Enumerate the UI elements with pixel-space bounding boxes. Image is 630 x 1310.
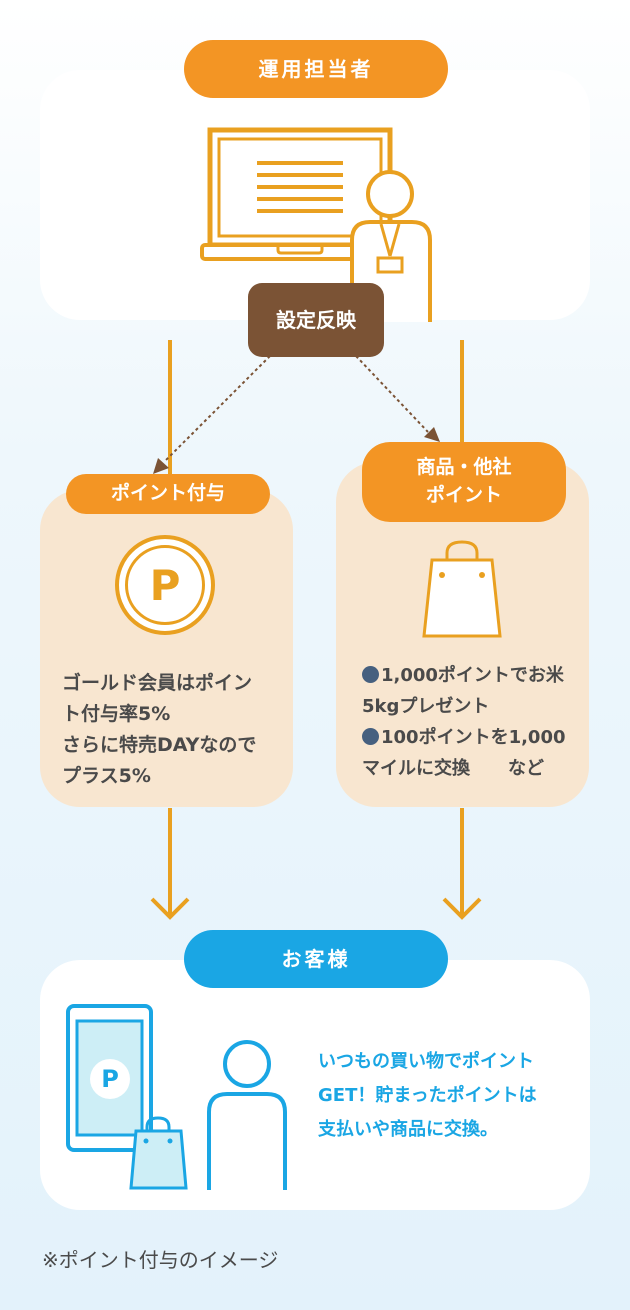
- points-grant-description: ゴールド会員はポイン ト付与率5% さらに特売DAYなので プラス5%: [62, 668, 256, 792]
- point-coin-icon: P: [115, 535, 215, 635]
- products-bullet-1-line1: 1,000ポイントでお米: [381, 665, 564, 686]
- products-description: 1,000ポイントでお米 5kgプレゼント 100ポイントを1,000 マイルに…: [362, 660, 566, 784]
- point-coin-letter: P: [149, 560, 181, 610]
- footnote: ※ポイント付与のイメージ: [42, 1248, 279, 1272]
- points-grant-line: プラス5%: [62, 765, 151, 787]
- operator-label: 運用担当者: [184, 40, 448, 98]
- products-bullet-2-line2-row: マイルに交換 など: [362, 753, 566, 784]
- points-grant-line: さらに特売DAYなので: [62, 734, 257, 756]
- products-bullet-2-line2: マイルに交換: [362, 758, 470, 779]
- points-grant-line: ゴールド会員はポイン: [62, 672, 253, 694]
- products-label-line1: 商品・他社: [416, 456, 512, 479]
- points-grant-label: ポイント付与: [66, 474, 270, 514]
- settings-reflect-box: 設定反映: [248, 283, 384, 357]
- settings-reflect-text: 設定反映: [276, 307, 356, 332]
- products-bullet-1: 1,000ポイントでお米: [362, 660, 566, 691]
- customer-line: いつもの買い物でポイント: [318, 1051, 534, 1072]
- phone-point-letter: P: [90, 1059, 130, 1099]
- points-grant-line: ト付与率5%: [62, 703, 171, 725]
- products-label: 商品・他社 ポイント: [362, 442, 566, 522]
- customer-label-text: お客様: [281, 946, 351, 971]
- phone-point-letter-text: P: [101, 1065, 119, 1093]
- customer-line: 支払いや商品に交換。: [318, 1119, 498, 1140]
- operator-label-text: 運用担当者: [258, 56, 374, 81]
- customer-label: お客様: [184, 930, 448, 988]
- bullet-dot: [362, 666, 379, 683]
- customer-description: いつもの買い物でポイント GET！貯まったポイントは 支払いや商品に交換。: [318, 1045, 537, 1147]
- products-suffix: など: [508, 758, 544, 779]
- products-bullet-2-line1: 100ポイントを1,000: [381, 727, 566, 748]
- customer-line: GET！貯まったポイントは: [318, 1085, 537, 1106]
- products-bullet-1-line2: 5kgプレゼント: [362, 696, 490, 717]
- points-grant-label-text: ポイント付与: [110, 482, 225, 505]
- bullet-dot: [362, 728, 379, 745]
- products-bullet-2: 100ポイントを1,000: [362, 722, 566, 753]
- products-label-line2: ポイント: [425, 484, 502, 506]
- shopping-bag-icon: [422, 540, 502, 638]
